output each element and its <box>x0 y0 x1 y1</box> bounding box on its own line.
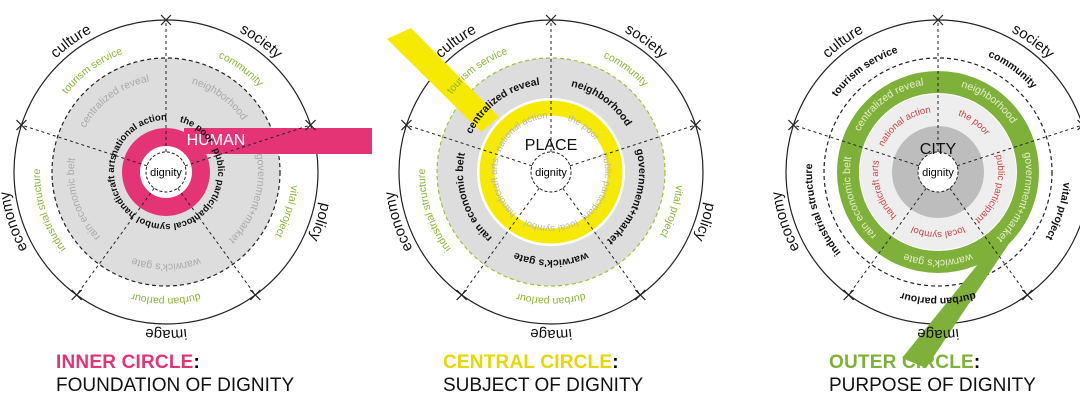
center-word: HUMAN <box>187 132 246 149</box>
outer-word-image: image <box>529 325 573 343</box>
inner-band-highlight <box>184 128 372 154</box>
spoke-cross-3 <box>456 289 468 301</box>
caption-outer-subtitle: PURPOSE OF DIGNITY <box>829 375 1036 396</box>
spoke-cross-3 <box>71 289 83 301</box>
caption-inner-title: INNER CIRCLE <box>56 352 194 373</box>
grey-label-warwick: warwick's gate <box>130 255 203 273</box>
spoke-cross-4 <box>788 119 799 131</box>
spoke-cross-4 <box>401 119 412 131</box>
spoke-cross-3 <box>843 289 855 301</box>
caption-central: CENTRAL CIRCLE: SUBJECT OF DIGNITY <box>443 352 743 397</box>
spoke-3 <box>848 187 927 296</box>
core-label: dignity <box>922 167 954 179</box>
dashed-circle <box>823 57 1053 287</box>
spoke-cross-1 <box>690 119 701 131</box>
middle-label-durban: durban parlour <box>514 290 587 307</box>
outer-tail-highlight <box>902 212 1030 368</box>
dashed-circle <box>51 57 281 287</box>
spoke-cross-1 <box>1077 119 1080 131</box>
spoke-cross-1 <box>305 119 316 131</box>
spoke-1 <box>956 125 1080 167</box>
spoke-cross-2 <box>634 289 646 301</box>
spoke-2 <box>562 187 641 296</box>
dashed-circle <box>436 57 666 287</box>
spoke-cross-0 <box>160 14 172 26</box>
outer-word-culture: culture <box>432 21 479 62</box>
spoke-cross-4 <box>16 119 27 131</box>
caption-central-subtitle: SUBJECT OF DIGNITY <box>443 375 644 396</box>
caption-inner-subtitle: FOUNDATION OF DIGNITY <box>56 375 295 396</box>
spoke-2 <box>177 187 256 296</box>
core-circle <box>530 151 572 193</box>
outer-word-economy: economy <box>0 190 31 255</box>
caption-outer-title: OUTER CIRCLE <box>829 352 974 373</box>
outer-ring-highlight <box>837 71 1039 273</box>
spoke-1 <box>184 124 311 167</box>
outer-word-economy: economy <box>381 190 416 255</box>
center-word: PLACE <box>525 137 577 154</box>
middle-label-vital: vital project <box>1043 182 1073 243</box>
middle-label-durban: durban parlour <box>129 290 202 307</box>
middle-label-durban: durban parlour <box>899 290 978 307</box>
caption-central-colon: : <box>612 352 619 373</box>
spoke-4 <box>21 124 148 167</box>
spoke-cross-0 <box>545 14 557 26</box>
spoke-cross-0 <box>932 14 944 26</box>
caption-inner-colon: : <box>193 352 201 373</box>
outer-word-image: image <box>916 325 960 343</box>
spoke-3 <box>461 187 540 296</box>
caption-outer: OUTER CIRCLE: PURPOSE OF DIGNITY <box>829 352 1080 397</box>
spoke-4 <box>406 124 533 167</box>
spoke-2 <box>949 187 1028 296</box>
center-word: CITY <box>920 141 957 158</box>
diagram-outer: dignityCITYculturesocietypolicyimageecon… <box>768 14 1080 368</box>
core-label: dignity <box>535 167 567 179</box>
spoke-4 <box>793 124 920 167</box>
central-band-highlight <box>387 28 499 132</box>
outer-word-economy: economy <box>768 190 803 255</box>
caption-outer-colon: : <box>973 352 981 373</box>
caption-central-title: CENTRAL CIRCLE <box>443 352 613 373</box>
outer-word-culture: culture <box>47 21 94 62</box>
outer-word-culture: culture <box>819 21 866 62</box>
core-label: dignity <box>150 167 182 179</box>
grey-ring <box>52 58 280 286</box>
spoke-1 <box>569 124 696 167</box>
spoke-cross-2 <box>1021 289 1033 301</box>
spoke-3 <box>76 187 155 296</box>
outer-word-image: image <box>144 325 188 343</box>
spoke-cross-2 <box>249 289 261 301</box>
middle-label-community: community <box>987 48 1040 91</box>
core-circle <box>145 151 187 193</box>
caption-inner: INNER CIRCLE: FOUNDATION OF DIGNITY <box>56 352 356 397</box>
core-circle <box>917 151 959 193</box>
